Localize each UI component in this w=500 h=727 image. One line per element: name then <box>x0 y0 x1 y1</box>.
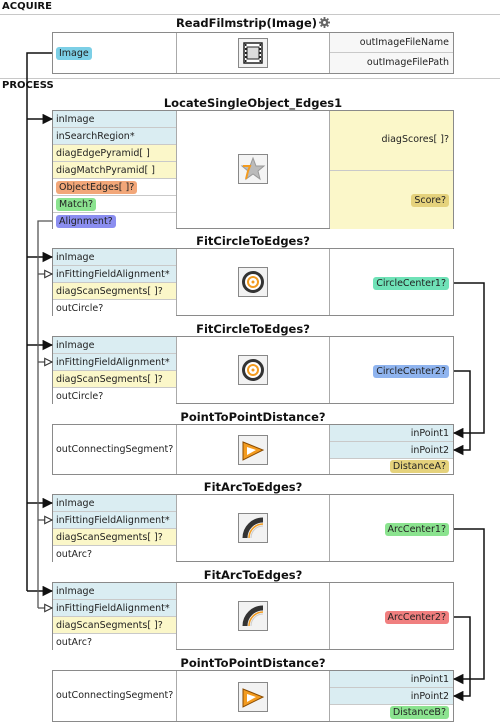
output-port[interactable]: diagScores[ ]? <box>381 134 449 145</box>
block-icon-area <box>177 495 330 561</box>
port-badge-distanceb[interactable]: DistanceB? <box>389 706 449 719</box>
filter-block-fitcircle-2[interactable]: inImage inFittingFieldAlignment* diagSca… <box>52 336 454 405</box>
outputs-column: inPoint1 inPoint2 DistanceA? <box>330 425 453 474</box>
input-port[interactable]: outCircle? <box>53 300 176 317</box>
port-badge-alignment[interactable]: Alignment? <box>56 215 116 228</box>
port-badge-circlecenter1[interactable]: CircleCenter1? <box>373 277 449 290</box>
inputs-column: inImage inFittingFieldAlignment* diagSca… <box>53 495 177 563</box>
ruler-triangle-icon <box>238 682 268 712</box>
input-port[interactable]: inFittingFieldAlignment* <box>53 266 176 283</box>
input-port[interactable]: inFittingFieldAlignment* <box>53 512 176 529</box>
block-title-readfilmstrip[interactable]: ReadFilmstrip(Image) <box>52 16 454 30</box>
input-port[interactable]: inImage <box>53 111 176 128</box>
input-port[interactable]: outCircle? <box>53 388 176 405</box>
filter-block-distance-a[interactable]: outConnectingSegment? inPoint1 inPoint2 … <box>52 424 454 475</box>
input-port[interactable]: diagScanSegments[ ]? <box>53 617 176 634</box>
output-port[interactable]: inPoint2 <box>330 688 453 705</box>
input-port[interactable]: inImage <box>53 249 176 266</box>
circle-target-icon <box>238 267 268 297</box>
filter-block-readfilmstrip[interactable]: Image outImageFileName outImageFilePath <box>52 32 454 74</box>
input-port[interactable]: diagScanSegments[ ]? <box>53 371 176 388</box>
arc-icon <box>238 513 268 543</box>
section-divider <box>0 78 500 79</box>
filter-block-fitarc-1[interactable]: inImage inFittingFieldAlignment* diagSca… <box>52 494 454 563</box>
block-title-distance-b[interactable]: PointToPointDistance? <box>180 656 326 670</box>
ruler-triangle-icon <box>238 435 268 465</box>
block-title-locate[interactable]: LocateSingleObject_Edges1 <box>163 96 343 110</box>
filter-block-fitcircle-1[interactable]: inImage inFittingFieldAlignment* diagSca… <box>52 248 454 317</box>
filmstrip-icon <box>238 38 268 68</box>
input-port[interactable]: outArc? <box>53 546 176 563</box>
block-title-fitarc-1[interactable]: FitArcToEdges? <box>203 480 303 494</box>
outputs-column: diagScores[ ]? Score? <box>330 111 453 229</box>
port-badge-distancea[interactable]: DistanceA? <box>389 460 449 473</box>
star-shape-icon <box>238 154 268 184</box>
circle-target-icon <box>238 355 268 385</box>
inputs-column: inImage inFittingFieldAlignment* diagSca… <box>53 583 177 651</box>
block-title-fitarc-2[interactable]: FitArcToEdges? <box>203 568 303 582</box>
output-port[interactable]: outImageFilePath <box>366 57 449 68</box>
input-port[interactable]: inImage <box>53 495 176 512</box>
section-acquire: ACQUIRE <box>2 1 52 12</box>
port-badge-score[interactable]: Score? <box>411 194 449 207</box>
block-icon-area <box>177 671 330 721</box>
port-badge-match[interactable]: Match? <box>56 198 97 211</box>
outputs-column: outImageFileName outImageFilePath <box>330 33 453 73</box>
block-title-fitcircle-1[interactable]: FitCircleToEdges? <box>196 234 310 248</box>
block-title-distance-a[interactable]: PointToPointDistance? <box>180 410 326 424</box>
output-port[interactable]: inPoint1 <box>330 671 453 688</box>
input-port[interactable]: inFittingFieldAlignment* <box>53 600 176 617</box>
output-port[interactable]: inPoint1 <box>330 425 453 442</box>
port-badge-objectedges[interactable]: ObjectEdges[ ]? <box>56 181 138 194</box>
section-process: PROCESS <box>2 80 54 91</box>
input-port[interactable]: outConnectingSegment? <box>56 690 174 701</box>
filter-block-locate[interactable]: inImage inSearchRegion* diagEdgePyramid[… <box>52 110 454 230</box>
output-port[interactable]: inPoint2 <box>330 442 453 459</box>
filter-block-fitarc-2[interactable]: inImage inFittingFieldAlignment* diagSca… <box>52 582 454 651</box>
port-badge-arccenter2[interactable]: ArcCenter2? <box>384 611 449 624</box>
outputs-column: CircleCenter2? <box>330 337 453 403</box>
input-port[interactable]: inImage <box>53 337 176 354</box>
gear-icon[interactable] <box>319 17 331 28</box>
block-title-text: ReadFilmstrip(Image) <box>175 16 318 30</box>
block-icon-area <box>177 33 330 73</box>
inputs-column: inImage inSearchRegion* diagEdgePyramid[… <box>53 111 177 230</box>
outputs-column: ArcCenter2? <box>330 583 453 649</box>
port-badge-arccenter1[interactable]: ArcCenter1? <box>384 523 449 536</box>
input-port[interactable]: inSearchRegion* <box>53 128 176 145</box>
input-port[interactable]: inFittingFieldAlignment* <box>53 354 176 371</box>
outputs-column: CircleCenter1? <box>330 249 453 315</box>
input-port[interactable]: diagEdgePyramid[ ] <box>53 145 176 162</box>
inputs-column: outConnectingSegment? <box>53 671 177 721</box>
block-icon-area <box>177 583 330 649</box>
block-icon-area <box>177 337 330 403</box>
input-port[interactable]: diagScanSegments[ ]? <box>53 529 176 546</box>
input-port[interactable]: outConnectingSegment? <box>56 444 174 455</box>
inputs-column: Image <box>53 33 177 73</box>
input-port[interactable]: diagScanSegments[ ]? <box>53 283 176 300</box>
outputs-column: inPoint1 inPoint2 DistanceB? <box>330 671 453 721</box>
input-port[interactable]: inImage <box>53 583 176 600</box>
inputs-column: inImage inFittingFieldAlignment* diagSca… <box>53 249 177 317</box>
block-icon-area <box>177 425 330 474</box>
port-badge-circlecenter2[interactable]: CircleCenter2? <box>373 365 449 378</box>
outputs-column: ArcCenter1? <box>330 495 453 561</box>
arc-icon <box>238 601 268 631</box>
input-port[interactable]: outArc? <box>53 634 176 651</box>
inputs-column: outConnectingSegment? <box>53 425 177 474</box>
inputs-column: inImage inFittingFieldAlignment* diagSca… <box>53 337 177 405</box>
block-title-fitcircle-2[interactable]: FitCircleToEdges? <box>196 322 310 336</box>
port-badge-image[interactable]: Image <box>56 47 92 60</box>
filter-block-distance-b[interactable]: outConnectingSegment? inPoint1 inPoint2 … <box>52 670 454 722</box>
input-port[interactable]: diagMatchPyramid[ ] <box>53 162 176 179</box>
block-icon-area <box>177 249 330 315</box>
section-divider <box>0 14 500 15</box>
output-port[interactable]: outImageFileName <box>330 33 453 53</box>
block-icon-area <box>177 111 330 228</box>
